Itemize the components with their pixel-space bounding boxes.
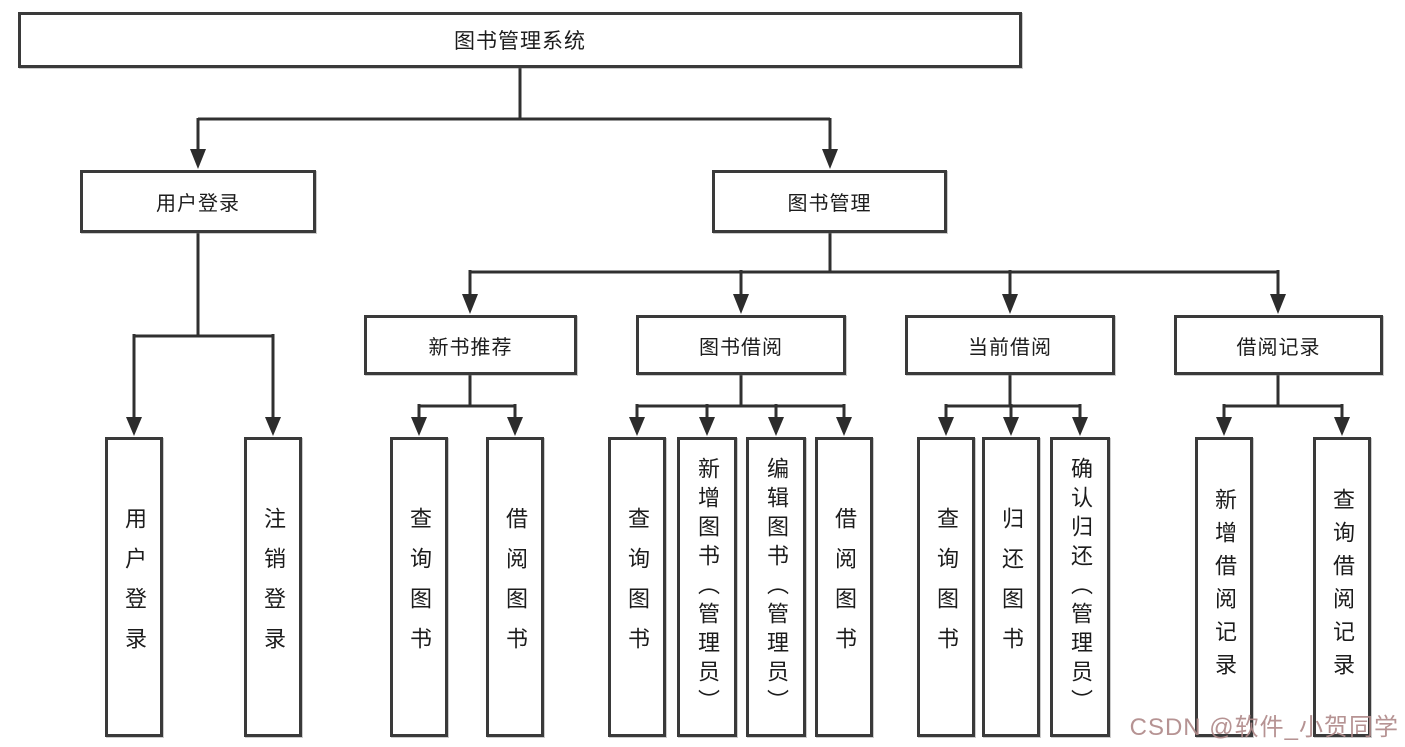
node-borrowing: 图书借阅: [636, 315, 846, 375]
node-leaf-current-query: 查询图书: [917, 437, 975, 737]
node-current-borrow: 当前借阅: [905, 315, 1115, 375]
node-leaf-records-add-label: 新增借阅记录: [1212, 488, 1237, 686]
node-new-books-label: 新书推荐: [428, 336, 513, 359]
node-leaf-user-login-label: 用户登录: [122, 507, 147, 667]
node-borrowing-label: 图书借阅: [699, 336, 783, 359]
node-leaf-borrowing-borrow: 借阅图书: [815, 437, 873, 737]
node-new-books: 新书推荐: [364, 315, 577, 375]
node-leaf-current-return-label: 归还图书: [999, 507, 1024, 667]
node-leaf-borrowing-add-label: 新增图书（管理员）: [695, 456, 720, 718]
node-leaf-logout: 注销登录: [244, 437, 302, 737]
node-user-login: 用户登录: [80, 170, 316, 233]
node-book-mgmt: 图书管理: [712, 170, 947, 233]
csdn-watermark: CSDN @软件_小贺同学: [1129, 714, 1399, 741]
node-leaf-current-confirm-label: 确认归还（管理员）: [1068, 456, 1093, 718]
node-leaf-records-query-label: 查询借阅记录: [1330, 488, 1355, 686]
node-leaf-current-return: 归还图书: [982, 437, 1040, 737]
node-leaf-current-confirm: 确认归还（管理员）: [1050, 437, 1110, 737]
node-leaf-newbooks-borrow-label: 借阅图书: [503, 507, 528, 667]
node-borrow-records: 借阅记录: [1174, 315, 1383, 375]
node-root-label: 图书管理系统: [454, 30, 586, 53]
node-leaf-current-query-label: 查询图书: [934, 507, 959, 667]
node-leaf-borrowing-edit: 编辑图书（管理员）: [746, 437, 806, 737]
node-leaf-borrowing-query: 查询图书: [608, 437, 666, 737]
node-leaf-borrowing-edit-label: 编辑图书（管理员）: [764, 456, 789, 718]
node-user-login-label: 用户登录: [156, 193, 240, 215]
node-leaf-logout-label: 注销登录: [261, 507, 286, 667]
node-leaf-newbooks-borrow: 借阅图书: [486, 437, 544, 737]
node-leaf-records-query: 查询借阅记录: [1313, 437, 1371, 737]
node-leaf-borrowing-borrow-label: 借阅图书: [832, 507, 857, 667]
arrow-down-icons: [126, 149, 1350, 436]
node-leaf-borrowing-query-label: 查询图书: [625, 507, 650, 667]
node-current-borrow-label: 当前借阅: [968, 336, 1052, 359]
node-leaf-records-add: 新增借阅记录: [1195, 437, 1253, 737]
node-borrow-records-label: 借阅记录: [1236, 336, 1321, 359]
node-leaf-user-login: 用户登录: [105, 437, 163, 737]
node-root: 图书管理系统: [18, 12, 1022, 68]
node-book-mgmt-label: 图书管理: [787, 193, 872, 215]
node-leaf-borrowing-add: 新增图书（管理员）: [677, 437, 737, 737]
node-leaf-newbooks-query: 查询图书: [390, 437, 448, 737]
node-leaf-newbooks-query-label: 查询图书: [407, 507, 432, 667]
